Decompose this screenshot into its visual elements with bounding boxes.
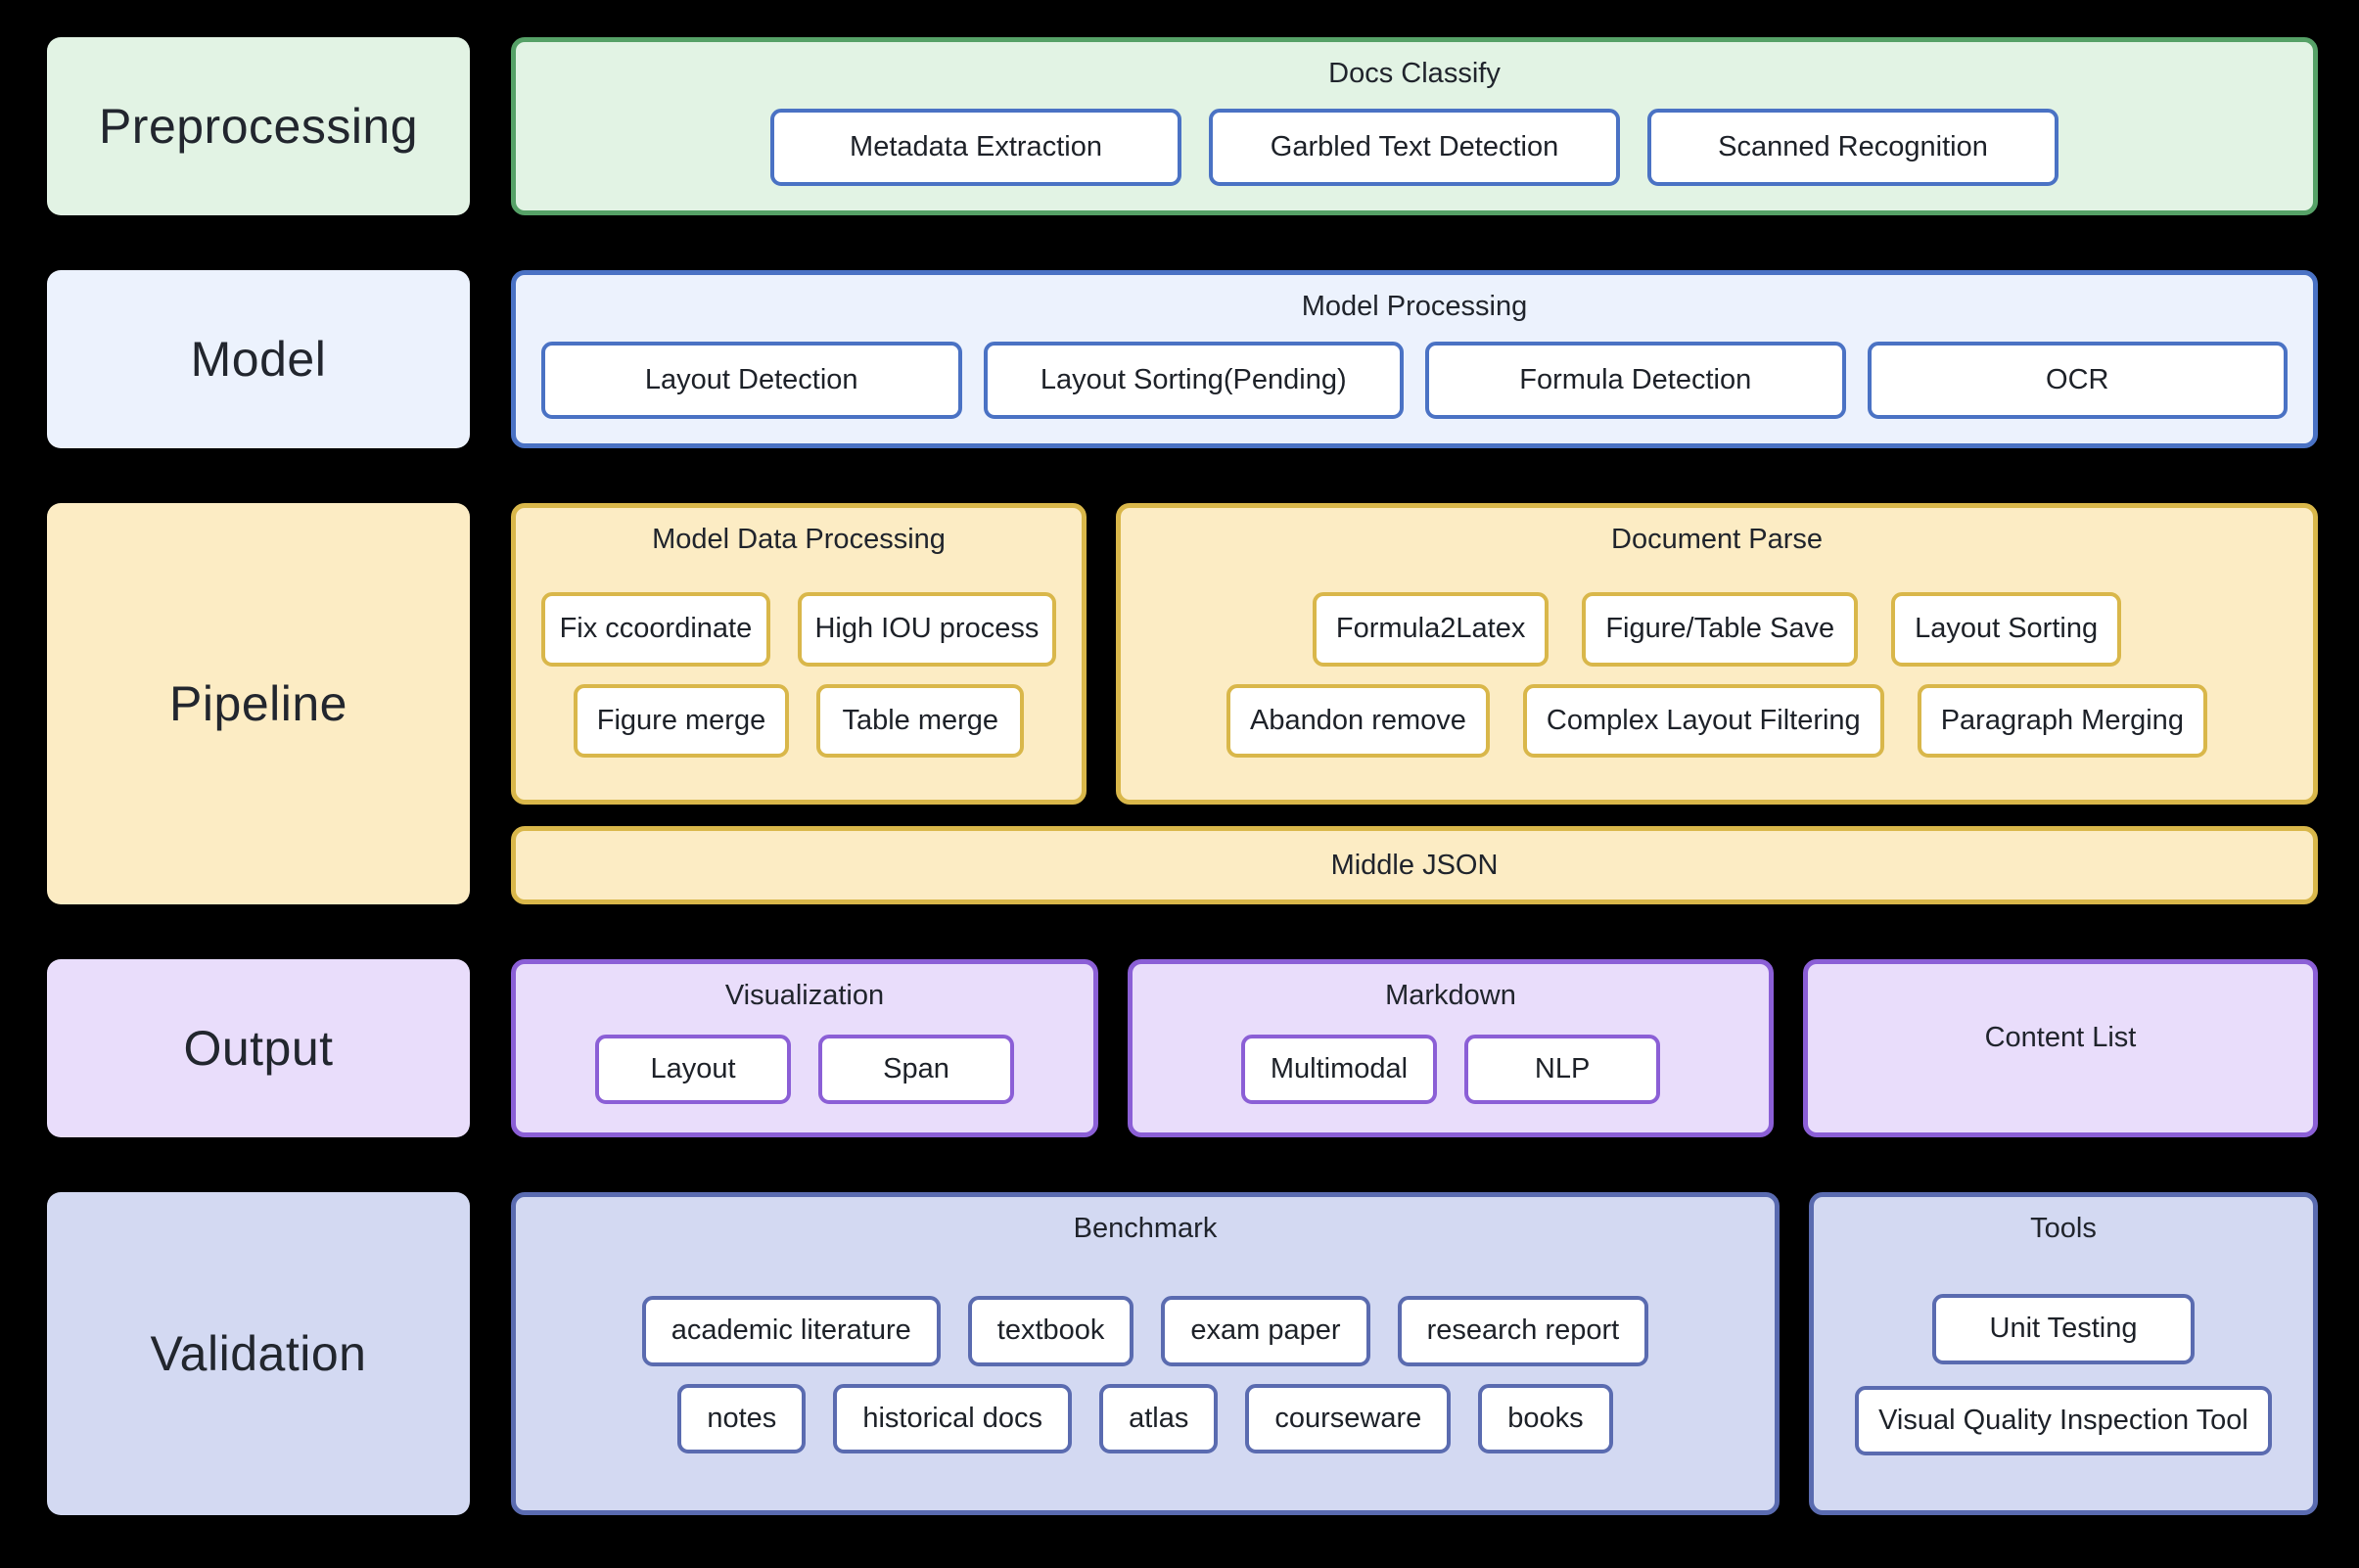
group-model-data-processing: Model Data Processing Fix ccoordinate Hi… xyxy=(511,503,1087,805)
group-title-tools: Tools xyxy=(2030,1213,2097,1244)
chip-row-model-processing-1: Layout Detection Layout Sorting(Pending)… xyxy=(541,341,2288,420)
group-title-markdown: Markdown xyxy=(1385,980,1516,1011)
group-content-list[interactable]: Content List xyxy=(1803,959,2318,1137)
group-title-model-data-processing: Model Data Processing xyxy=(652,524,946,555)
chip-layout-sorting-pending[interactable]: Layout Sorting(Pending) xyxy=(983,341,1404,420)
group-markdown: Markdown Multimodal NLP xyxy=(1128,959,1774,1137)
chip-paragraph-merging[interactable]: Paragraph Merging xyxy=(1917,683,2207,758)
chip-row-tools-2: Visual Quality Inspection Tool xyxy=(1839,1385,2288,1455)
group-title-benchmark: Benchmark xyxy=(1073,1213,1218,1244)
group-tools: Tools Unit Testing Visual Quality Inspec… xyxy=(1809,1192,2318,1515)
row-preprocessing: Preprocessing Docs Classify Metadata Ext… xyxy=(47,37,2318,215)
chip-scanned-recognition[interactable]: Scanned Recognition xyxy=(1647,108,2058,187)
chip-atlas[interactable]: atlas xyxy=(1099,1383,1219,1453)
chip-metadata-extraction[interactable]: Metadata Extraction xyxy=(770,108,1181,187)
chip-research-report[interactable]: research report xyxy=(1397,1296,1649,1366)
chip-exam-paper[interactable]: exam paper xyxy=(1161,1296,1370,1366)
stage-label-preprocessing: Preprocessing xyxy=(47,37,470,215)
group-rows-docs-classify: Metadata Extraction Garbled Text Detecti… xyxy=(541,106,2288,189)
row-body-output: Visualization Layout Span Markdown Multi… xyxy=(511,959,2318,1137)
chip-span[interactable]: Span xyxy=(818,1034,1014,1105)
stage-label-validation: Validation xyxy=(47,1192,470,1515)
stage-label-output: Output xyxy=(47,959,470,1137)
row-body-model: Model Processing Layout Detection Layout… xyxy=(511,270,2318,448)
chip-row-model-data-1: Fix ccoordinate High IOU process xyxy=(541,592,1056,667)
row-body-validation: Benchmark academic literature textbook e… xyxy=(511,1192,2318,1515)
chip-figure-table-save[interactable]: Figure/Table Save xyxy=(1582,592,1859,667)
group-title-visualization: Visualization xyxy=(724,980,885,1011)
row-model: Model Model Processing Layout Detection … xyxy=(47,270,2318,448)
row-validation: Validation Benchmark academic literature… xyxy=(47,1192,2318,1515)
chip-row-benchmark-1: academic literature textbook exam paper … xyxy=(541,1296,1749,1366)
chip-abandon-remove[interactable]: Abandon remove xyxy=(1226,683,1490,758)
chip-complex-layout-filtering[interactable]: Complex Layout Filtering xyxy=(1522,683,1884,758)
chip-historical-docs[interactable]: historical docs xyxy=(833,1383,1073,1453)
chip-multimodal[interactable]: Multimodal xyxy=(1240,1034,1438,1105)
group-title-document-parse: Document Parse xyxy=(1611,524,1823,555)
chip-layout-detection[interactable]: Layout Detection xyxy=(541,341,962,420)
group-title-content-list: Content List xyxy=(1984,1021,2137,1053)
group-model-processing: Model Processing Layout Detection Layout… xyxy=(511,270,2318,448)
chip-table-merge[interactable]: Table merge xyxy=(816,683,1025,758)
chip-notes[interactable]: notes xyxy=(677,1383,807,1453)
chip-fix-ccoordinate[interactable]: Fix ccoordinate xyxy=(541,592,770,667)
row-columns-validation: Benchmark academic literature textbook e… xyxy=(511,1192,2318,1515)
chip-garbled-text-detection[interactable]: Garbled Text Detection xyxy=(1209,108,1620,187)
chip-academic-literature[interactable]: academic literature xyxy=(641,1296,941,1366)
row-body-preprocessing: Docs Classify Metadata Extraction Garble… xyxy=(511,37,2318,215)
chip-row-tools-1: Unit Testing xyxy=(1839,1294,2288,1364)
chip-books[interactable]: books xyxy=(1478,1383,1613,1453)
chip-nlp[interactable]: NLP xyxy=(1464,1034,1661,1105)
chip-formula2latex[interactable]: Formula2Latex xyxy=(1312,592,1550,667)
group-benchmark: Benchmark academic literature textbook e… xyxy=(511,1192,1780,1515)
group-rows-benchmark: academic literature textbook exam paper … xyxy=(541,1261,1749,1489)
group-rows-tools: Unit Testing Visual Quality Inspection T… xyxy=(1839,1261,2288,1489)
stage-label-pipeline: Pipeline xyxy=(47,503,470,904)
group-visualization: Visualization Layout Span xyxy=(511,959,1098,1137)
row-pipeline: Pipeline Model Data Processing Fix ccoor… xyxy=(47,503,2318,904)
group-docs-classify: Docs Classify Metadata Extraction Garble… xyxy=(511,37,2318,215)
chip-unit-testing[interactable]: Unit Testing xyxy=(1932,1294,2195,1364)
chip-high-iou-process[interactable]: High IOU process xyxy=(797,592,1056,667)
chip-figure-merge[interactable]: Figure merge xyxy=(573,683,790,758)
chip-row-model-data-2: Figure merge Table merge xyxy=(541,683,1056,758)
chip-textbook[interactable]: textbook xyxy=(967,1296,1134,1366)
row-body-pipeline: Model Data Processing Fix ccoordinate Hi… xyxy=(511,503,2318,904)
group-title-model-processing: Model Processing xyxy=(1301,291,1528,322)
group-rows-markdown: Multimodal NLP xyxy=(1158,1028,1743,1111)
group-rows-model-processing: Layout Detection Layout Sorting(Pending)… xyxy=(541,339,2288,422)
chip-row-document-parse-2: Abandon remove Complex Layout Filtering … xyxy=(1146,683,2288,758)
chip-row-document-parse-1: Formula2Latex Figure/Table Save Layout S… xyxy=(1146,592,2288,667)
middle-json-bar[interactable]: Middle JSON xyxy=(511,826,2318,904)
chip-row-benchmark-2: notes historical docs atlas courseware b… xyxy=(541,1383,1749,1453)
row-columns-preprocessing: Docs Classify Metadata Extraction Garble… xyxy=(511,37,2318,215)
row-columns-pipeline: Model Data Processing Fix ccoordinate Hi… xyxy=(511,503,2318,805)
chip-formula-detection[interactable]: Formula Detection xyxy=(1425,341,1846,420)
chip-visual-quality-inspection-tool[interactable]: Visual Quality Inspection Tool xyxy=(1855,1385,2272,1455)
group-document-parse: Document Parse Formula2Latex Figure/Tabl… xyxy=(1116,503,2318,805)
chip-layout-sorting[interactable]: Layout Sorting xyxy=(1891,592,2122,667)
chip-row-markdown-1: Multimodal NLP xyxy=(1158,1034,1743,1105)
group-title-docs-classify: Docs Classify xyxy=(1328,58,1501,89)
group-rows-visualization: Layout Span xyxy=(541,1028,1068,1111)
chip-row-visualization-1: Layout Span xyxy=(541,1034,1068,1105)
group-rows-document-parse: Formula2Latex Figure/Table Save Layout S… xyxy=(1146,572,2288,778)
chip-ocr[interactable]: OCR xyxy=(1867,341,2288,420)
chip-row-docs-classify-1: Metadata Extraction Garbled Text Detecti… xyxy=(541,108,2288,187)
row-output: Output Visualization Layout Span Markdow… xyxy=(47,959,2318,1137)
chip-layout[interactable]: Layout xyxy=(595,1034,791,1105)
group-rows-model-data-processing: Fix ccoordinate High IOU process Figure … xyxy=(541,572,1056,778)
chip-courseware[interactable]: courseware xyxy=(1245,1383,1452,1453)
row-columns-output: Visualization Layout Span Markdown Multi… xyxy=(511,959,2318,1137)
stage-label-model: Model xyxy=(47,270,470,448)
row-columns-model: Model Processing Layout Detection Layout… xyxy=(511,270,2318,448)
